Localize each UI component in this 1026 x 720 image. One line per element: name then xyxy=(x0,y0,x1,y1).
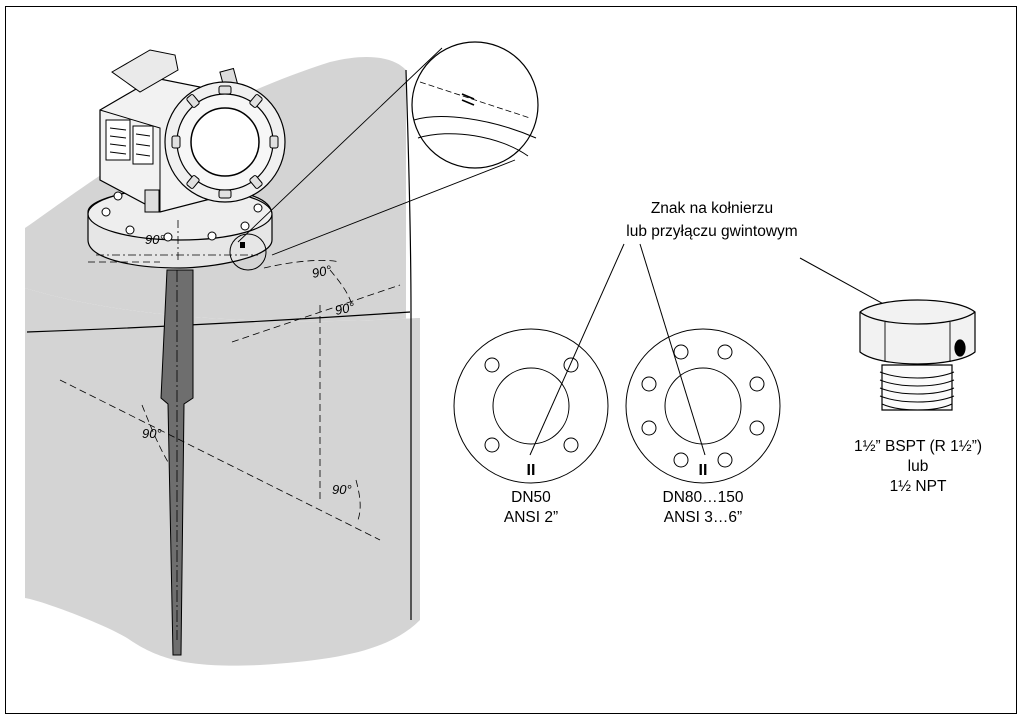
angle-label-probe-lower: 90° xyxy=(332,482,352,497)
flange-dn50-standard: ANSI 2” xyxy=(504,509,558,526)
thread-label-line-3: 1½ NPT xyxy=(890,478,947,495)
angle-label-flange: 90° xyxy=(145,232,165,247)
flange-dn50-marker: II xyxy=(527,462,536,479)
callout-line-1: Znak na kołnierzu xyxy=(651,200,773,217)
flange-dn80-size: DN80…150 xyxy=(663,489,744,506)
magnified-mark-inset xyxy=(229,41,539,271)
angle-label-probe-left: 90° xyxy=(142,426,162,441)
threaded-plug-drawing xyxy=(859,299,976,411)
flange-dn50-drawing xyxy=(453,328,609,484)
figure-frame xyxy=(5,6,1017,714)
flange-dn80-marker: II xyxy=(699,462,708,479)
flange-dn80-standard: ANSI 3…6” xyxy=(664,509,742,526)
thread-label-line-2: lub xyxy=(908,458,929,475)
angle-label-tank-upper-a: 90° xyxy=(311,262,333,281)
transmitter-housing xyxy=(99,49,286,213)
probe-rod xyxy=(160,269,194,656)
flange-dn50-size: DN50 xyxy=(511,489,551,506)
callout-line-2: lub przyłączu gwintowym xyxy=(626,223,797,240)
flange-dn80-drawing xyxy=(625,328,781,484)
angle-label-tank-upper-b: 90° xyxy=(334,299,356,318)
alignment-lines xyxy=(59,260,401,541)
thread-label-line-1: 1½” BSPT (R 1½”) xyxy=(854,438,982,455)
